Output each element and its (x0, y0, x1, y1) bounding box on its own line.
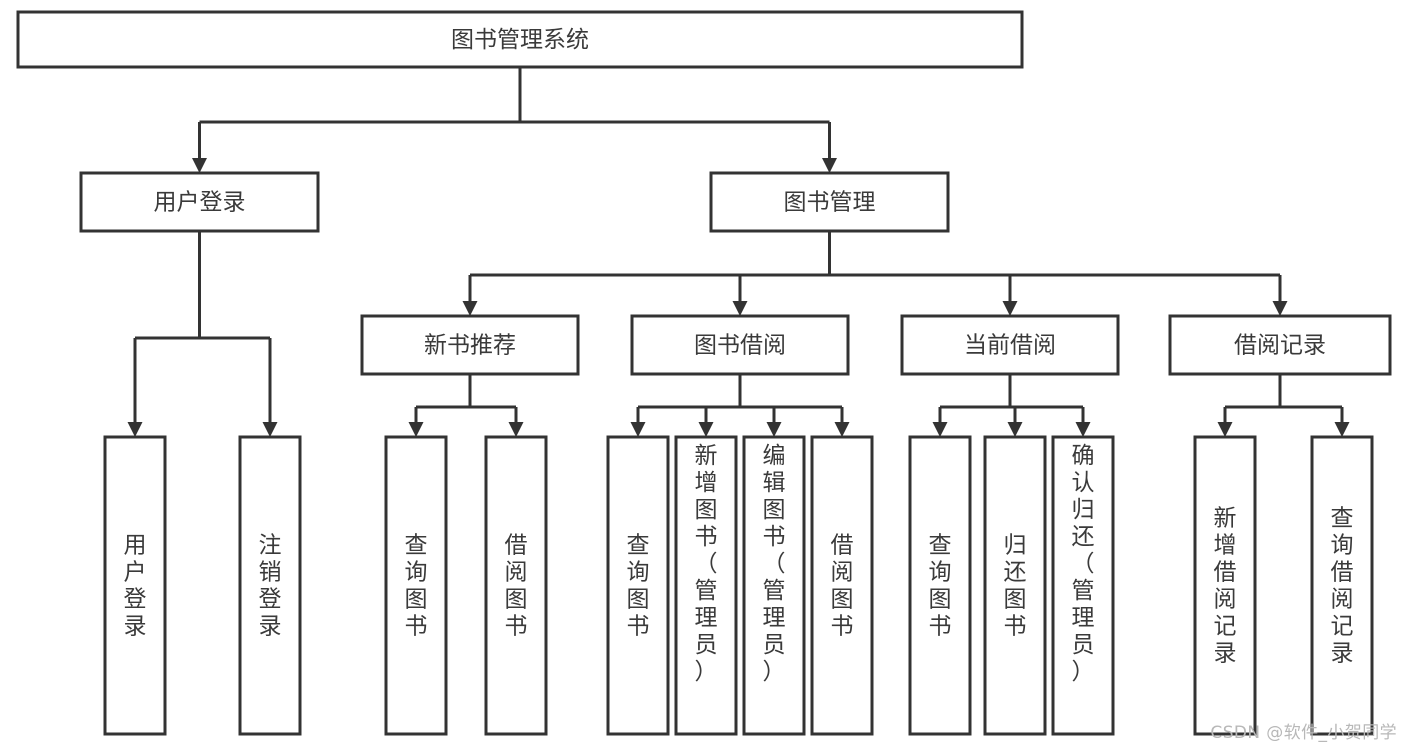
node-borrow-record[interactable]: 借阅记录 (1168, 314, 1392, 376)
arrow-head-leaf-query-book-3 (932, 422, 948, 437)
node-leaf-logout-login[interactable]: 注销登录 (238, 435, 302, 736)
node-leaf-add-record-box (1193, 435, 1257, 736)
root-node-box (16, 10, 1024, 69)
node-book-management[interactable]: 图书管理 (709, 171, 950, 233)
node-leaf-borrow-book-2-label: 借阅图书 (831, 533, 854, 640)
node-leaf-borrow-book-1-box (484, 435, 548, 736)
arrow-head-leaf-user-login (127, 422, 143, 437)
arrow-head-leaf-return-book (1007, 422, 1023, 437)
node-leaf-edit-book-box (742, 435, 806, 736)
node-leaf-borrow-book-2[interactable]: 借阅图书 (810, 435, 874, 736)
node-leaf-confirm-return[interactable]: 确认归还（管理员） (1051, 435, 1115, 736)
node-leaf-query-book-3[interactable]: 查询图书 (908, 435, 972, 736)
arrow-head-leaf-query-book-2 (630, 422, 646, 437)
node-borrow-record-box (1168, 314, 1392, 376)
node-leaf-borrow-book-1-label: 借阅图书 (505, 533, 528, 640)
node-user-login[interactable]: 用户登录 (79, 171, 320, 233)
arrow-head-current-borrow (1002, 301, 1018, 316)
node-leaf-logout-login-label: 注销登录 (259, 533, 282, 640)
arrow-head-book-borrow (732, 301, 748, 316)
node-leaf-confirm-return-box (1051, 435, 1115, 736)
node-leaf-user-login[interactable]: 用户登录 (103, 435, 167, 736)
arrow-head-leaf-confirm-return (1075, 422, 1091, 437)
node-leaf-borrow-book-1[interactable]: 借阅图书 (484, 435, 548, 736)
root-node-label: 图书管理系统 (451, 27, 589, 53)
arrow-head-leaf-query-record (1334, 422, 1350, 437)
node-book-borrow[interactable]: 图书借阅 (630, 314, 850, 376)
node-layer: 图书管理系统用户登录图书管理新书推荐图书借阅当前借阅借阅记录用户登录注销登录查询… (16, 10, 1392, 736)
arrow-head-leaf-borrow-book-2 (834, 422, 850, 437)
csdn-watermark: CSDN @软件_小贺同学 (1210, 723, 1397, 743)
root-node[interactable]: 图书管理系统 (16, 10, 1024, 69)
node-leaf-user-login-box (103, 435, 167, 736)
node-leaf-query-record-box (1310, 435, 1374, 736)
node-leaf-query-book-1[interactable]: 查询图书 (384, 435, 448, 736)
edge-layer (127, 67, 1350, 437)
node-current-borrow-label: 当前借阅 (964, 333, 1056, 359)
node-book-management-label: 图书管理 (784, 190, 876, 216)
node-borrow-record-label: 借阅记录 (1234, 333, 1326, 359)
arrow-head-book-management (822, 158, 837, 173)
node-leaf-query-record-label: 查询借阅记录 (1331, 506, 1354, 667)
arrow-head-user-login (192, 158, 207, 173)
node-leaf-edit-book-label: 编辑图书（管理员） (763, 443, 786, 685)
arrow-head-leaf-add-book (698, 422, 714, 437)
node-leaf-confirm-return-label: 确认归还（管理员） (1072, 443, 1095, 685)
node-leaf-return-book-box (983, 435, 1047, 736)
node-leaf-query-book-1-label: 查询图书 (405, 533, 428, 640)
node-leaf-query-book-2[interactable]: 查询图书 (606, 435, 670, 736)
node-leaf-add-book-box (674, 435, 738, 736)
node-leaf-query-book-2-box (606, 435, 670, 736)
node-leaf-query-book-3-label: 查询图书 (929, 533, 952, 640)
arrow-head-borrow-record (1272, 301, 1288, 316)
arrow-head-leaf-add-record (1217, 422, 1233, 437)
node-leaf-add-book-label: 新增图书（管理员） (695, 443, 718, 685)
node-leaf-query-book-3-box (908, 435, 972, 736)
node-current-borrow[interactable]: 当前借阅 (900, 314, 1120, 376)
node-leaf-add-record[interactable]: 新增借阅记录 (1193, 435, 1257, 736)
node-new-book-recommend[interactable]: 新书推荐 (360, 314, 580, 376)
node-new-book-recommend-box (360, 314, 580, 376)
arrow-head-leaf-query-book-1 (408, 422, 424, 437)
node-book-borrow-label: 图书借阅 (694, 333, 786, 359)
node-leaf-borrow-book-2-box (810, 435, 874, 736)
node-current-borrow-box (900, 314, 1120, 376)
node-leaf-return-book[interactable]: 归还图书 (983, 435, 1047, 736)
node-user-login-box (79, 171, 320, 233)
node-new-book-recommend-label: 新书推荐 (424, 333, 516, 359)
node-leaf-add-book[interactable]: 新增图书（管理员） (674, 435, 738, 736)
node-leaf-query-book-2-label: 查询图书 (627, 533, 650, 640)
node-leaf-edit-book[interactable]: 编辑图书（管理员） (742, 435, 806, 736)
node-book-management-box (709, 171, 950, 233)
node-leaf-query-book-1-box (384, 435, 448, 736)
node-leaf-query-record[interactable]: 查询借阅记录 (1310, 435, 1374, 736)
node-leaf-logout-login-box (238, 435, 302, 736)
node-book-borrow-box (630, 314, 850, 376)
arrow-head-new-book-recommend (462, 301, 478, 316)
node-user-login-label: 用户登录 (154, 190, 246, 216)
node-leaf-user-login-label: 用户登录 (124, 533, 147, 640)
node-leaf-return-book-label: 归还图书 (1004, 533, 1027, 640)
arrow-head-leaf-logout-login (262, 422, 278, 437)
arrow-head-leaf-edit-book (766, 422, 782, 437)
arrow-head-leaf-borrow-book-1 (508, 422, 524, 437)
node-leaf-add-record-label: 新增借阅记录 (1214, 506, 1237, 667)
